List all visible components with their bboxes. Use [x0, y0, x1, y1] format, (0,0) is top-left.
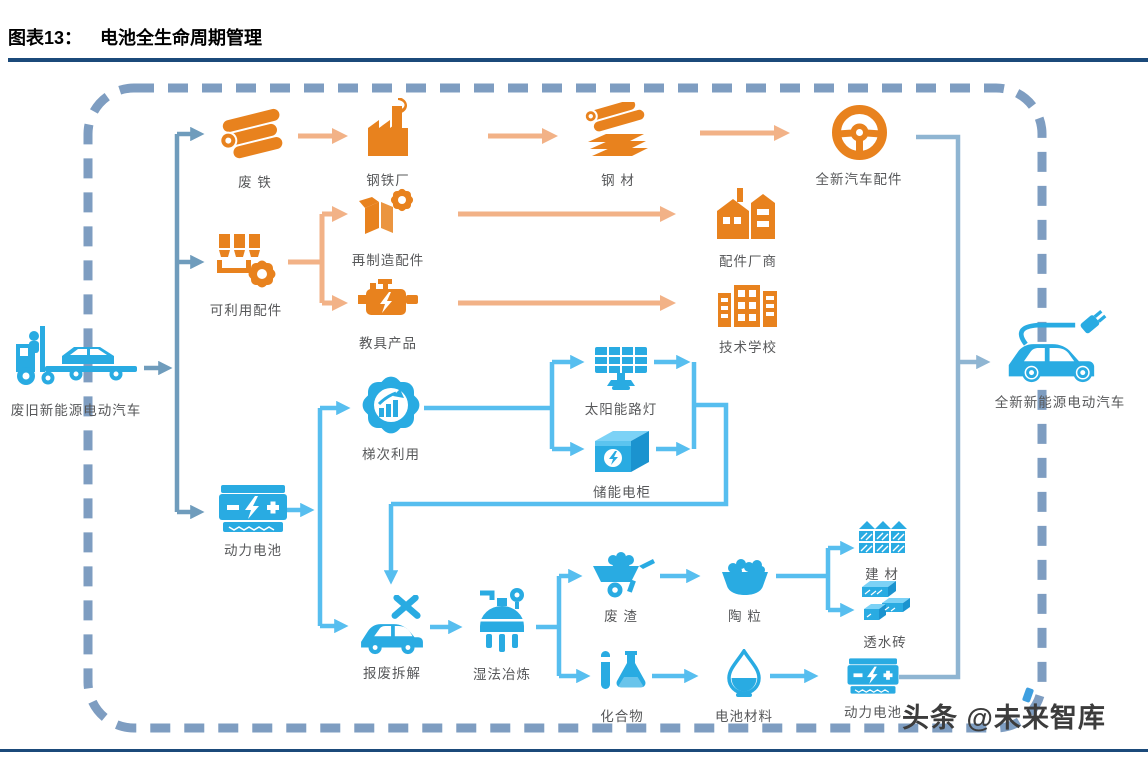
- node-label: 储能电柜: [593, 485, 651, 500]
- node-cascade-use: 梯次利用: [336, 374, 446, 463]
- electric-car-icon: [1003, 310, 1117, 389]
- node-new-ev: 全新新能源电动汽车: [982, 310, 1138, 411]
- tiles-icon: [857, 519, 907, 561]
- node-compound: 化合物: [574, 649, 670, 725]
- node-label: 钢铁厂: [366, 173, 410, 188]
- node-label: 配件厂商: [719, 254, 777, 269]
- node-label: 透水砖: [863, 635, 907, 650]
- node-dismantling: 报废拆解: [336, 594, 448, 682]
- node-remanufactured-parts: 再制造配件: [332, 186, 444, 269]
- box-gear-icon: [357, 186, 419, 247]
- node-label: 钢 材: [601, 173, 635, 188]
- node-power-battery-2: 动力电池: [838, 658, 908, 721]
- usable-parts-icon: [211, 230, 281, 297]
- node-label: 太阳能路灯: [584, 402, 658, 417]
- node-label: 动力电池: [844, 705, 902, 720]
- car-repair-icon: [357, 594, 427, 660]
- page-title: 电池全生命周期管理: [100, 28, 263, 48]
- ceramsite-bowl-icon: [716, 556, 774, 603]
- factory-icon: [356, 97, 420, 167]
- node-label: 技术学校: [719, 340, 777, 355]
- battery-icon: [217, 485, 289, 537]
- node-label: 全新新能源电动汽车: [994, 395, 1126, 410]
- factory-buildings-icon: [713, 183, 783, 248]
- scrap-iron-pipes-icon: [214, 108, 296, 169]
- node-slag: 废 渣: [574, 550, 668, 625]
- node-storage-cabinet: 储能电柜: [566, 427, 678, 501]
- node-scrapped-ev: 废旧新能源电动汽车: [0, 316, 158, 419]
- node-label: 再制造配件: [351, 253, 425, 268]
- bottom-rule: [0, 749, 1148, 752]
- node-label: 可利用配件: [209, 303, 283, 318]
- node-hydrometallurgy: 湿法冶炼: [446, 586, 558, 683]
- top-rule: [8, 58, 1148, 62]
- node-tech-school: 技术学校: [693, 283, 803, 356]
- node-label: 电池材料: [715, 709, 773, 724]
- school-buildings-icon: [714, 283, 782, 334]
- steering-wheel-icon: [831, 104, 888, 166]
- dashed-border: [83, 83, 1047, 733]
- node-battery-materials: 电池材料: [697, 647, 791, 725]
- flask-icon: [595, 649, 649, 703]
- droplet-icon: [721, 647, 767, 703]
- node-label: 废旧新能源电动汽车: [10, 403, 142, 418]
- node-permeable-brick: 透水砖: [838, 577, 932, 651]
- tow-truck-icon: [10, 316, 142, 397]
- node-ceramsite: 陶 粒: [698, 556, 792, 625]
- bricks-icon: [856, 577, 914, 629]
- wheelbarrow-icon: [585, 550, 657, 603]
- node-parts-manufacturer: 配件厂商: [692, 183, 804, 270]
- smelting-vessel-icon: [470, 586, 534, 661]
- node-building-materials: 建 材: [836, 519, 928, 583]
- node-label: 废 渣: [604, 609, 638, 624]
- node-usable-parts: 可利用配件: [190, 230, 302, 319]
- node-scrap-iron: 废 铁: [203, 108, 307, 191]
- node-label: 建 材: [865, 567, 899, 582]
- node-label: 废 铁: [238, 175, 272, 190]
- engine-icon: [356, 277, 420, 330]
- node-power-battery: 动力电池: [197, 485, 309, 559]
- node-label: 教具产品: [359, 336, 417, 351]
- node-teaching-products: 教具产品: [332, 277, 444, 352]
- node-new-auto-parts: 全新汽车配件: [794, 104, 924, 188]
- battery-icon: [846, 658, 900, 699]
- node-label: 梯次利用: [362, 447, 420, 462]
- watermark: 头条 @未来智库: [902, 703, 1106, 733]
- node-label: 湿法冶炼: [473, 667, 531, 682]
- node-steel-material: 钢 材: [564, 99, 672, 189]
- figure-header: 图表13： 电池全生命周期管理: [8, 24, 262, 50]
- node-label: 全新汽车配件: [815, 172, 903, 187]
- node-label: 化合物: [600, 709, 644, 724]
- figure-number: 图表13：: [8, 28, 83, 48]
- node-solar-street-light: 太阳能路灯: [560, 345, 682, 418]
- node-label: 陶 粒: [728, 609, 762, 624]
- node-steel-plant: 钢铁厂: [336, 97, 440, 189]
- storage-cabinet-icon: [591, 427, 653, 479]
- node-label: 报废拆解: [363, 666, 421, 681]
- node-label: 动力电池: [224, 543, 282, 558]
- solar-panel-icon: [591, 345, 651, 396]
- gear-chart-icon: [360, 374, 422, 441]
- steel-pipes-sheets-icon: [580, 99, 656, 167]
